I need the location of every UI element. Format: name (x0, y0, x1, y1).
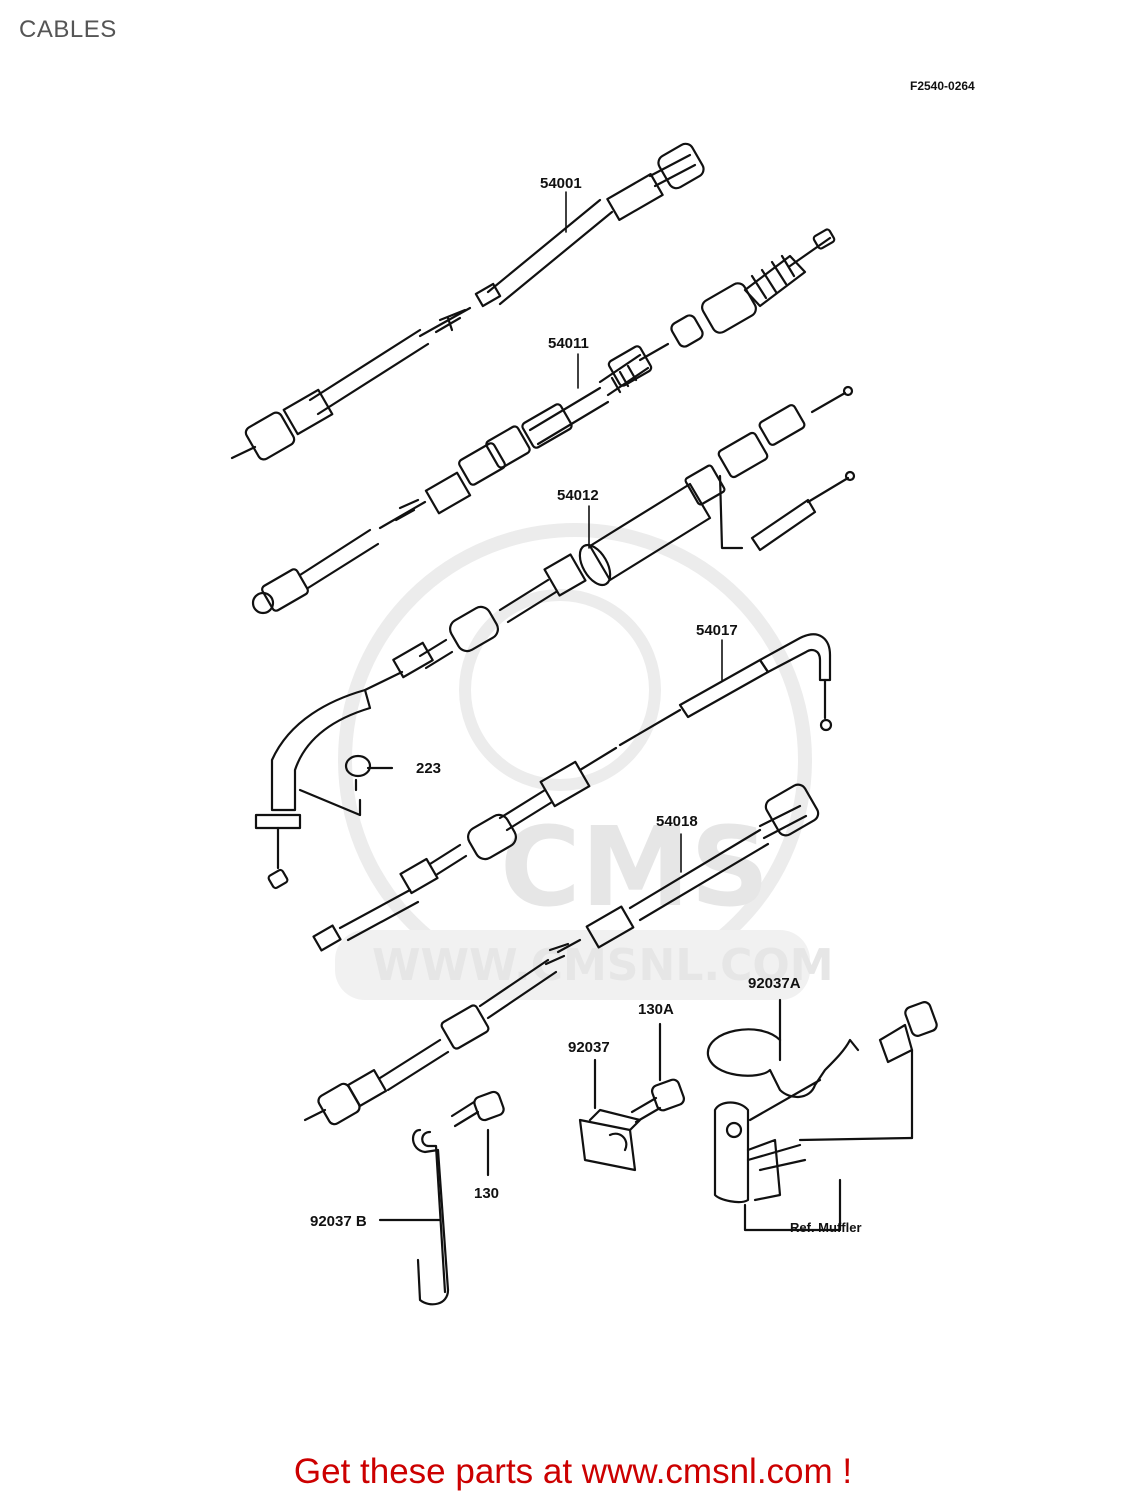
watermark-url: WWW.CMSNL.COM (372, 940, 834, 991)
bolt-130 (450, 1090, 505, 1177)
label-54001: 54001 (540, 175, 582, 192)
label-54011: 54011 (548, 335, 589, 352)
label-54018: 54018 (656, 813, 698, 830)
cable-54012 (254, 385, 856, 890)
label-54017: 54017 (696, 622, 738, 639)
cable-54017 (312, 633, 833, 952)
clamp-92037 (578, 1058, 642, 1172)
clamp-92037B (378, 1128, 450, 1306)
label-223: 223 (416, 760, 441, 777)
label-ref-muffler: Ref. Muffler (790, 1220, 862, 1235)
part-labels: 54001 54011 54012 54017 223 54018 92037A… (310, 175, 862, 1235)
screw-223 (344, 754, 394, 817)
label-92037: 92037 (568, 1039, 610, 1056)
clip-92037A (706, 998, 938, 1140)
parts-diagram: CMS WWW.CMSNL.COM F2540-0264 (230, 79, 975, 1306)
watermark: CMS WWW.CMSNL.COM (335, 523, 834, 1000)
label-92037B: 92037 B (310, 1213, 367, 1230)
cable-54001 (230, 142, 705, 461)
watermark-logo: CMS (500, 803, 769, 931)
muffler-bracket (713, 1078, 914, 1232)
leader-lines (565, 191, 723, 873)
page-title: CABLES (19, 16, 117, 43)
bolt-130A (630, 1022, 686, 1124)
label-92037A: 92037A (748, 975, 801, 992)
promo-link[interactable]: Get these parts at www.cmsnl.com ! (293, 1452, 853, 1491)
label-130: 130 (474, 1185, 499, 1202)
promo-banner[interactable]: Get these parts at www.cmsnl.com ! (0, 1452, 1146, 1492)
label-54012: 54012 (557, 487, 599, 504)
label-130A: 130A (638, 1001, 674, 1018)
cable-54011 (251, 228, 836, 615)
figure-code: F2540-0264 (910, 79, 975, 93)
cable-54018 (303, 783, 820, 1126)
